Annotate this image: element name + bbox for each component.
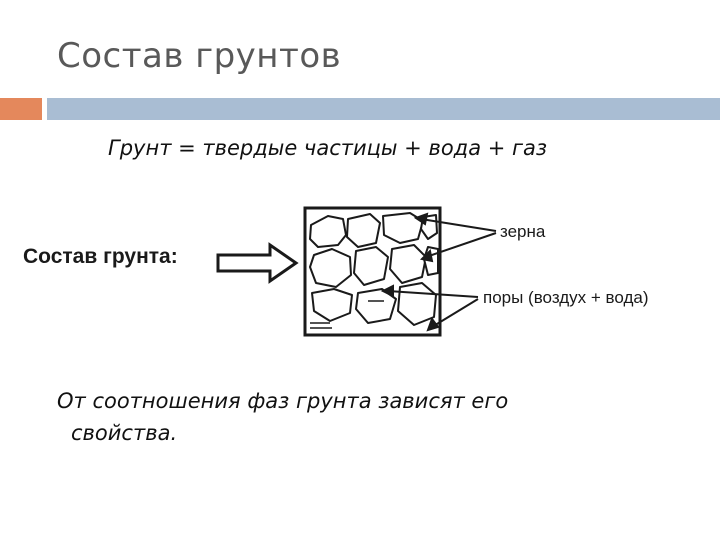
water-lines: [310, 300, 384, 329]
arrowhead-icon: [419, 248, 434, 263]
grain: [353, 246, 389, 286]
conclusion-line-1: От соотношения фаз грунта зависят его: [57, 389, 509, 413]
pointer-line: [425, 232, 497, 258]
grain: [346, 213, 381, 248]
soil-grains: [309, 212, 439, 326]
grain: [355, 288, 397, 324]
grain: [389, 244, 427, 284]
arrowhead-icon: [380, 284, 394, 298]
soil-diagram: Состав грунта:: [18, 195, 708, 355]
grain: [309, 248, 352, 288]
conclusion-line-2: свойства.: [71, 421, 178, 445]
right-arrow-icon: [216, 242, 299, 284]
formula-text: Грунт = твердые частицы + вода + газ: [108, 136, 548, 160]
pointer-line: [431, 298, 479, 328]
pointer-line: [420, 218, 497, 232]
accent-bar-orange: [0, 98, 42, 120]
label-grains: зерна: [500, 222, 546, 241]
grain: [382, 212, 424, 244]
slide-title: Состав грунтов: [57, 36, 342, 76]
arrowhead-icon: [426, 316, 440, 332]
grain: [309, 215, 347, 248]
soil-diagram-svg: Состав грунта:: [23, 206, 649, 337]
label-pores: поры (воздух + вода): [483, 288, 649, 307]
label-soil-composition: Состав грунта:: [23, 245, 178, 268]
conclusion-text: От соотношения фаз грунта зависят его св…: [57, 385, 657, 449]
pointer-arrows: [380, 212, 497, 332]
pointer-line: [387, 290, 479, 298]
arrowhead-icon: [413, 212, 429, 226]
accent-bar-blue: [47, 98, 720, 120]
grain: [311, 288, 353, 322]
